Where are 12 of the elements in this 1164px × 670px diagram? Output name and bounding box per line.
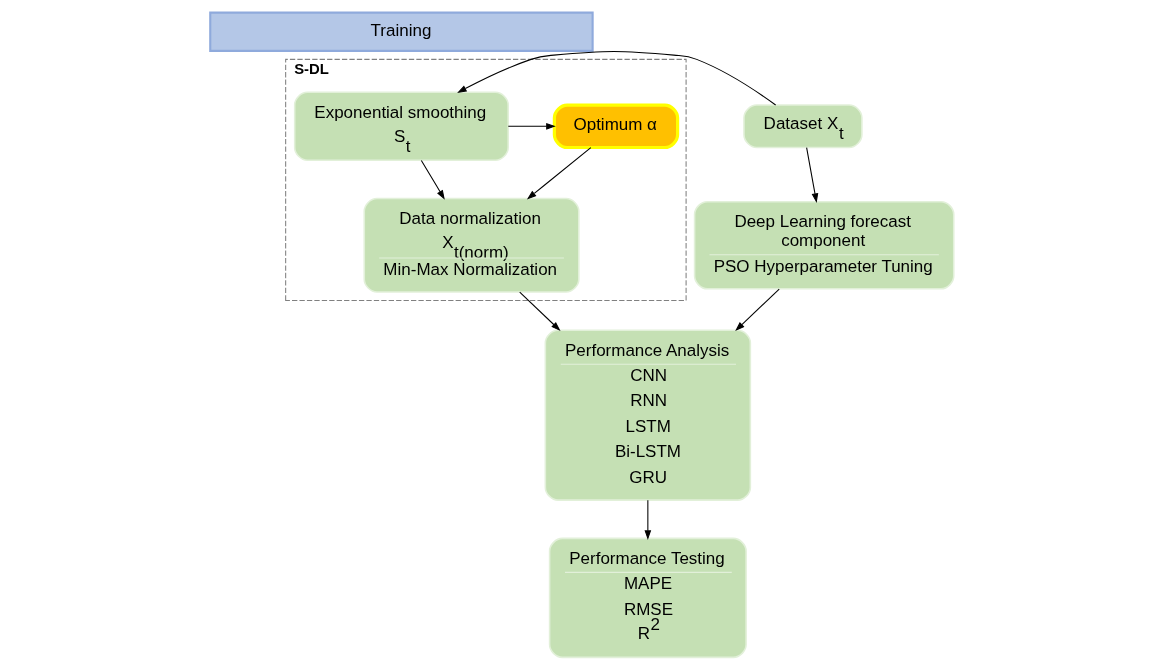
arrow <box>526 147 592 200</box>
arrow <box>420 160 445 200</box>
arrow <box>735 288 780 332</box>
arrow <box>507 122 556 130</box>
node-box: Optimum α <box>552 103 680 150</box>
arrow <box>457 50 777 106</box>
node-box: Training <box>209 11 594 52</box>
arrow <box>644 499 652 540</box>
arrow <box>519 291 561 332</box>
node-box: Deep Learning forecast component PSO Hyperparameter Tuning <box>693 200 955 290</box>
arrow <box>806 147 819 203</box>
node-box: Performance Analysis CNN RNN LSTM Bi-LSTM GRU <box>544 329 752 501</box>
